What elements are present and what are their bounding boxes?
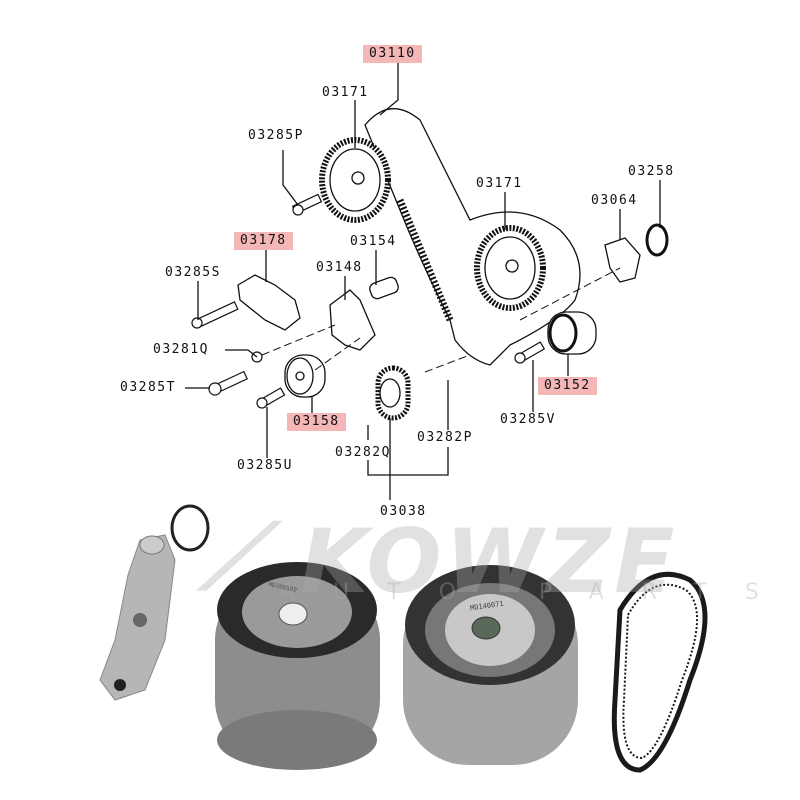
label-03171-right: 03171 bbox=[476, 176, 523, 191]
label-03171-left: 03171 bbox=[322, 85, 369, 100]
label-03285S: 03285S bbox=[165, 265, 221, 280]
timing-belt-photo bbox=[611, 571, 708, 773]
idler-pulley-photo bbox=[403, 565, 578, 765]
auto-tensioner-icon bbox=[237, 274, 301, 331]
hydraulic-tensioner-photo bbox=[99, 504, 210, 701]
label-03178: 03178 bbox=[234, 232, 293, 250]
tensioner-pulley-photo bbox=[215, 562, 380, 770]
label-03158: 03158 bbox=[287, 413, 346, 431]
label-03285V: 03285V bbox=[500, 412, 556, 427]
crank-sprocket-icon bbox=[375, 365, 411, 421]
label-03285T: 03285T bbox=[120, 380, 176, 395]
pin-icon bbox=[369, 276, 399, 300]
label-03258: 03258 bbox=[628, 164, 675, 179]
cam-sprocket-left-icon bbox=[319, 137, 391, 223]
label-03281Q: 03281Q bbox=[153, 342, 209, 357]
watermark-logo-slash: ⟋ bbox=[200, 505, 263, 610]
label-03152: 03152 bbox=[538, 377, 597, 395]
label-03282P: 03282P bbox=[417, 430, 473, 445]
tensioner-pulley-icon bbox=[284, 354, 326, 398]
label-03148: 03148 bbox=[316, 260, 363, 275]
label-03282Q: 03282Q bbox=[335, 445, 391, 460]
label-03038: 03038 bbox=[380, 504, 427, 519]
tensioner-arm-icon bbox=[329, 289, 376, 351]
cam-sprocket-right-icon bbox=[474, 225, 546, 311]
label-03110: 03110 bbox=[363, 45, 422, 63]
label-03064: 03064 bbox=[591, 193, 638, 208]
seal-plate-icon bbox=[604, 237, 641, 283]
belt-teeth bbox=[396, 198, 454, 322]
label-03285P: 03285P bbox=[248, 128, 304, 143]
watermark-tagline: AUTO PARTS bbox=[280, 580, 797, 605]
watermark-brand: KOWZE bbox=[300, 510, 679, 613]
idler-pulley-icon bbox=[547, 311, 597, 355]
label-03285U: 03285U bbox=[237, 458, 293, 473]
label-03154: 03154 bbox=[350, 234, 397, 249]
oil-seal-icon bbox=[645, 223, 669, 257]
